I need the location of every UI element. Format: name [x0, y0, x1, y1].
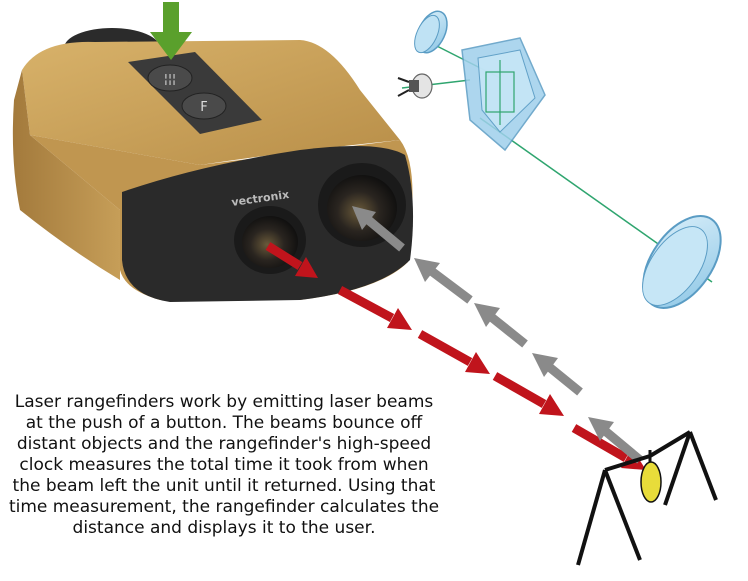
- rangefinder-device: ¦¦¦ F vectronix: [12, 28, 414, 302]
- outgoing-beam-arrow-icon: [492, 372, 564, 416]
- optics-schematic: [397, 10, 722, 309]
- return-beam-arrow-icon: [588, 417, 643, 464]
- outgoing-beam-arrow-icon: [337, 286, 412, 330]
- outgoing-beam-arrow-icon: [265, 242, 318, 278]
- prism-icon: [461, 37, 546, 152]
- return-beam-arrow-icon: [532, 353, 583, 396]
- objective-lens-icon: [642, 215, 722, 309]
- tripod-target-icon: [576, 430, 718, 566]
- fire-button[interactable]: ¦¦¦: [147, 64, 193, 92]
- return-beam-arrow-icon: [474, 303, 528, 348]
- receiver-lens: [318, 163, 406, 247]
- fire-button-label: ¦¦¦: [164, 72, 176, 86]
- f-button[interactable]: F: [181, 92, 227, 120]
- f-button-label: F: [200, 100, 207, 115]
- return-beam-arrow-icon: [352, 206, 405, 252]
- lens-icon: [414, 10, 448, 54]
- outgoing-beam-arrow-icon: [417, 330, 490, 374]
- return-beam: [352, 206, 643, 464]
- caption-text: Laser rangefinders work by emitting lase…: [8, 392, 440, 538]
- target-reflector: [640, 461, 662, 503]
- device-side: [12, 70, 121, 280]
- return-beam-arrow-icon: [414, 258, 473, 304]
- press-arrow-icon: [150, 2, 192, 60]
- laser-diode-icon: [397, 73, 433, 99]
